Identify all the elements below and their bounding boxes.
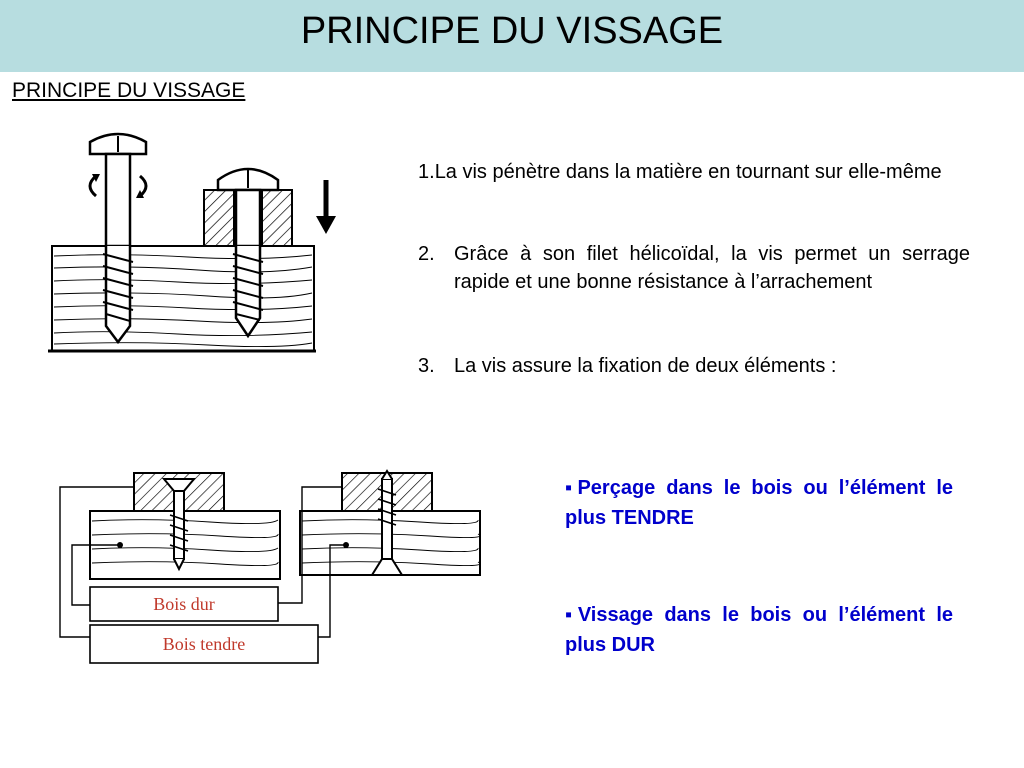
point-3-text: La vis assure la fixation de deux élémen…	[454, 355, 837, 377]
section-subtitle: PRINCIPE DU VISSAGE	[12, 79, 246, 102]
label-soft-wood: Bois tendre	[163, 634, 246, 654]
bullet-drilling: ▪Perçage dans le bois ou l’élément le pl…	[565, 473, 953, 533]
screw-penetration-figure	[48, 132, 336, 353]
bullet-drilling-text: Perçage dans le bois ou l’élément le plu…	[565, 477, 953, 529]
point-1-text: La vis pénètre dans la matière en tourna…	[434, 161, 942, 183]
bullet-marker: ▪	[565, 477, 578, 499]
point-3: 3. La vis assure la fixation de deux élé…	[418, 352, 970, 380]
bullet-screwing: ▪Vissage dans le bois ou l’élément le pl…	[565, 600, 953, 660]
point-1-number: 1.	[418, 161, 435, 183]
bullet-marker: ▪	[565, 604, 578, 626]
bullet-screwing-text: Vissage dans le bois ou l’élément le plu…	[565, 604, 953, 656]
point-1: 1.La vis pénètre dans la matière en tour…	[418, 158, 986, 186]
page-title: PRINCIPE DU VISSAGE	[300, 10, 724, 52]
label-hard-wood: Bois dur	[153, 594, 215, 614]
point-2: 2. Grâce à son filet hélicoïdal, la vis …	[418, 240, 970, 296]
title-bar	[0, 0, 1024, 72]
point-2-text: Grâce à son filet hélicoïdal, la vis per…	[454, 243, 970, 293]
point-2-number: 2.	[418, 243, 435, 265]
assembly-figure: Bois dur Bois tendre	[59, 469, 481, 664]
point-3-number: 3.	[418, 355, 435, 377]
